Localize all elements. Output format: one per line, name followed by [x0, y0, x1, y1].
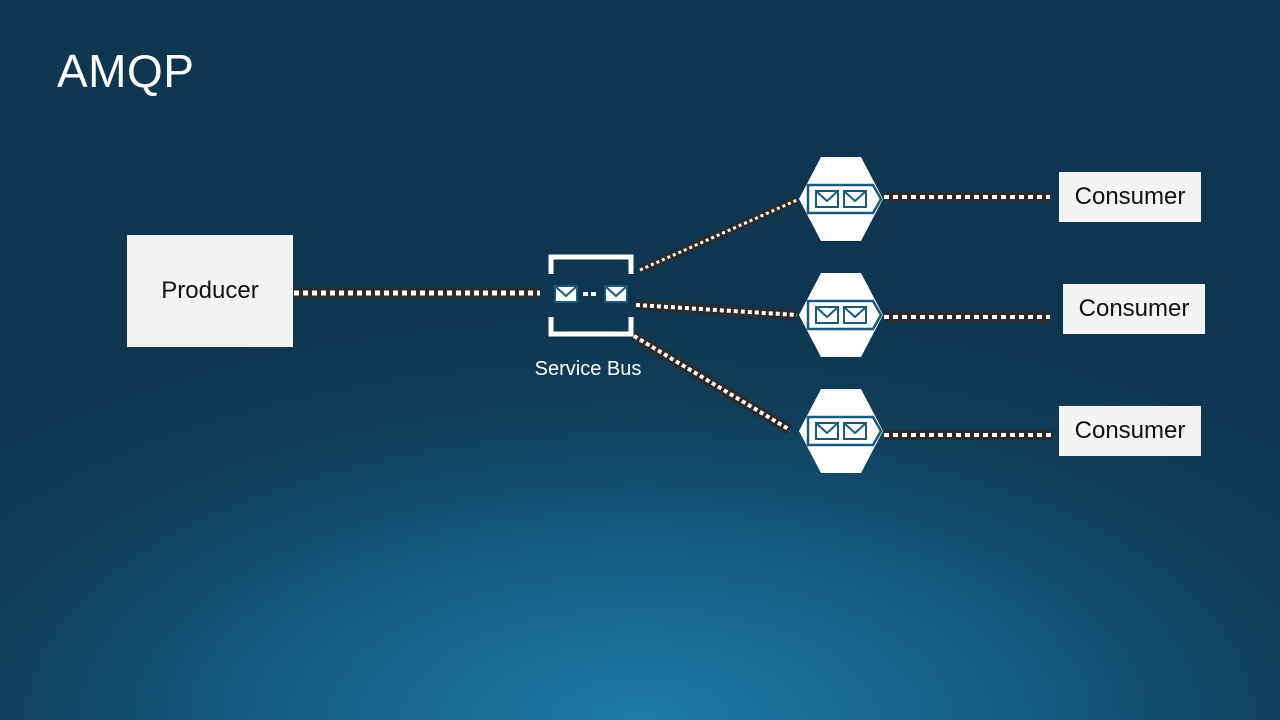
- consumer-label: Consumer: [1074, 417, 1186, 444]
- queue-icon[interactable]: [799, 389, 883, 473]
- link-hub-queue-2: [635, 300, 798, 320]
- link-hub-queue-3: [631, 331, 793, 435]
- queue-icon[interactable]: [799, 157, 883, 241]
- producer-label: Producer: [161, 277, 259, 304]
- producer-box[interactable]: Producer: [127, 235, 293, 347]
- consumer-box-1[interactable]: Consumer: [1059, 172, 1201, 222]
- queue-icon[interactable]: [799, 273, 883, 357]
- consumer-box-3[interactable]: Consumer: [1059, 406, 1201, 456]
- consumer-label: Consumer: [1074, 183, 1186, 210]
- service-bus-label: Service Bus: [534, 358, 642, 380]
- consumer-box-2[interactable]: Consumer: [1063, 284, 1205, 334]
- service-bus-icon[interactable]: [548, 254, 634, 337]
- consumer-label: Consumer: [1078, 295, 1190, 322]
- slide-title: AMQP: [57, 45, 195, 97]
- link-hub-queue-1: [638, 196, 799, 274]
